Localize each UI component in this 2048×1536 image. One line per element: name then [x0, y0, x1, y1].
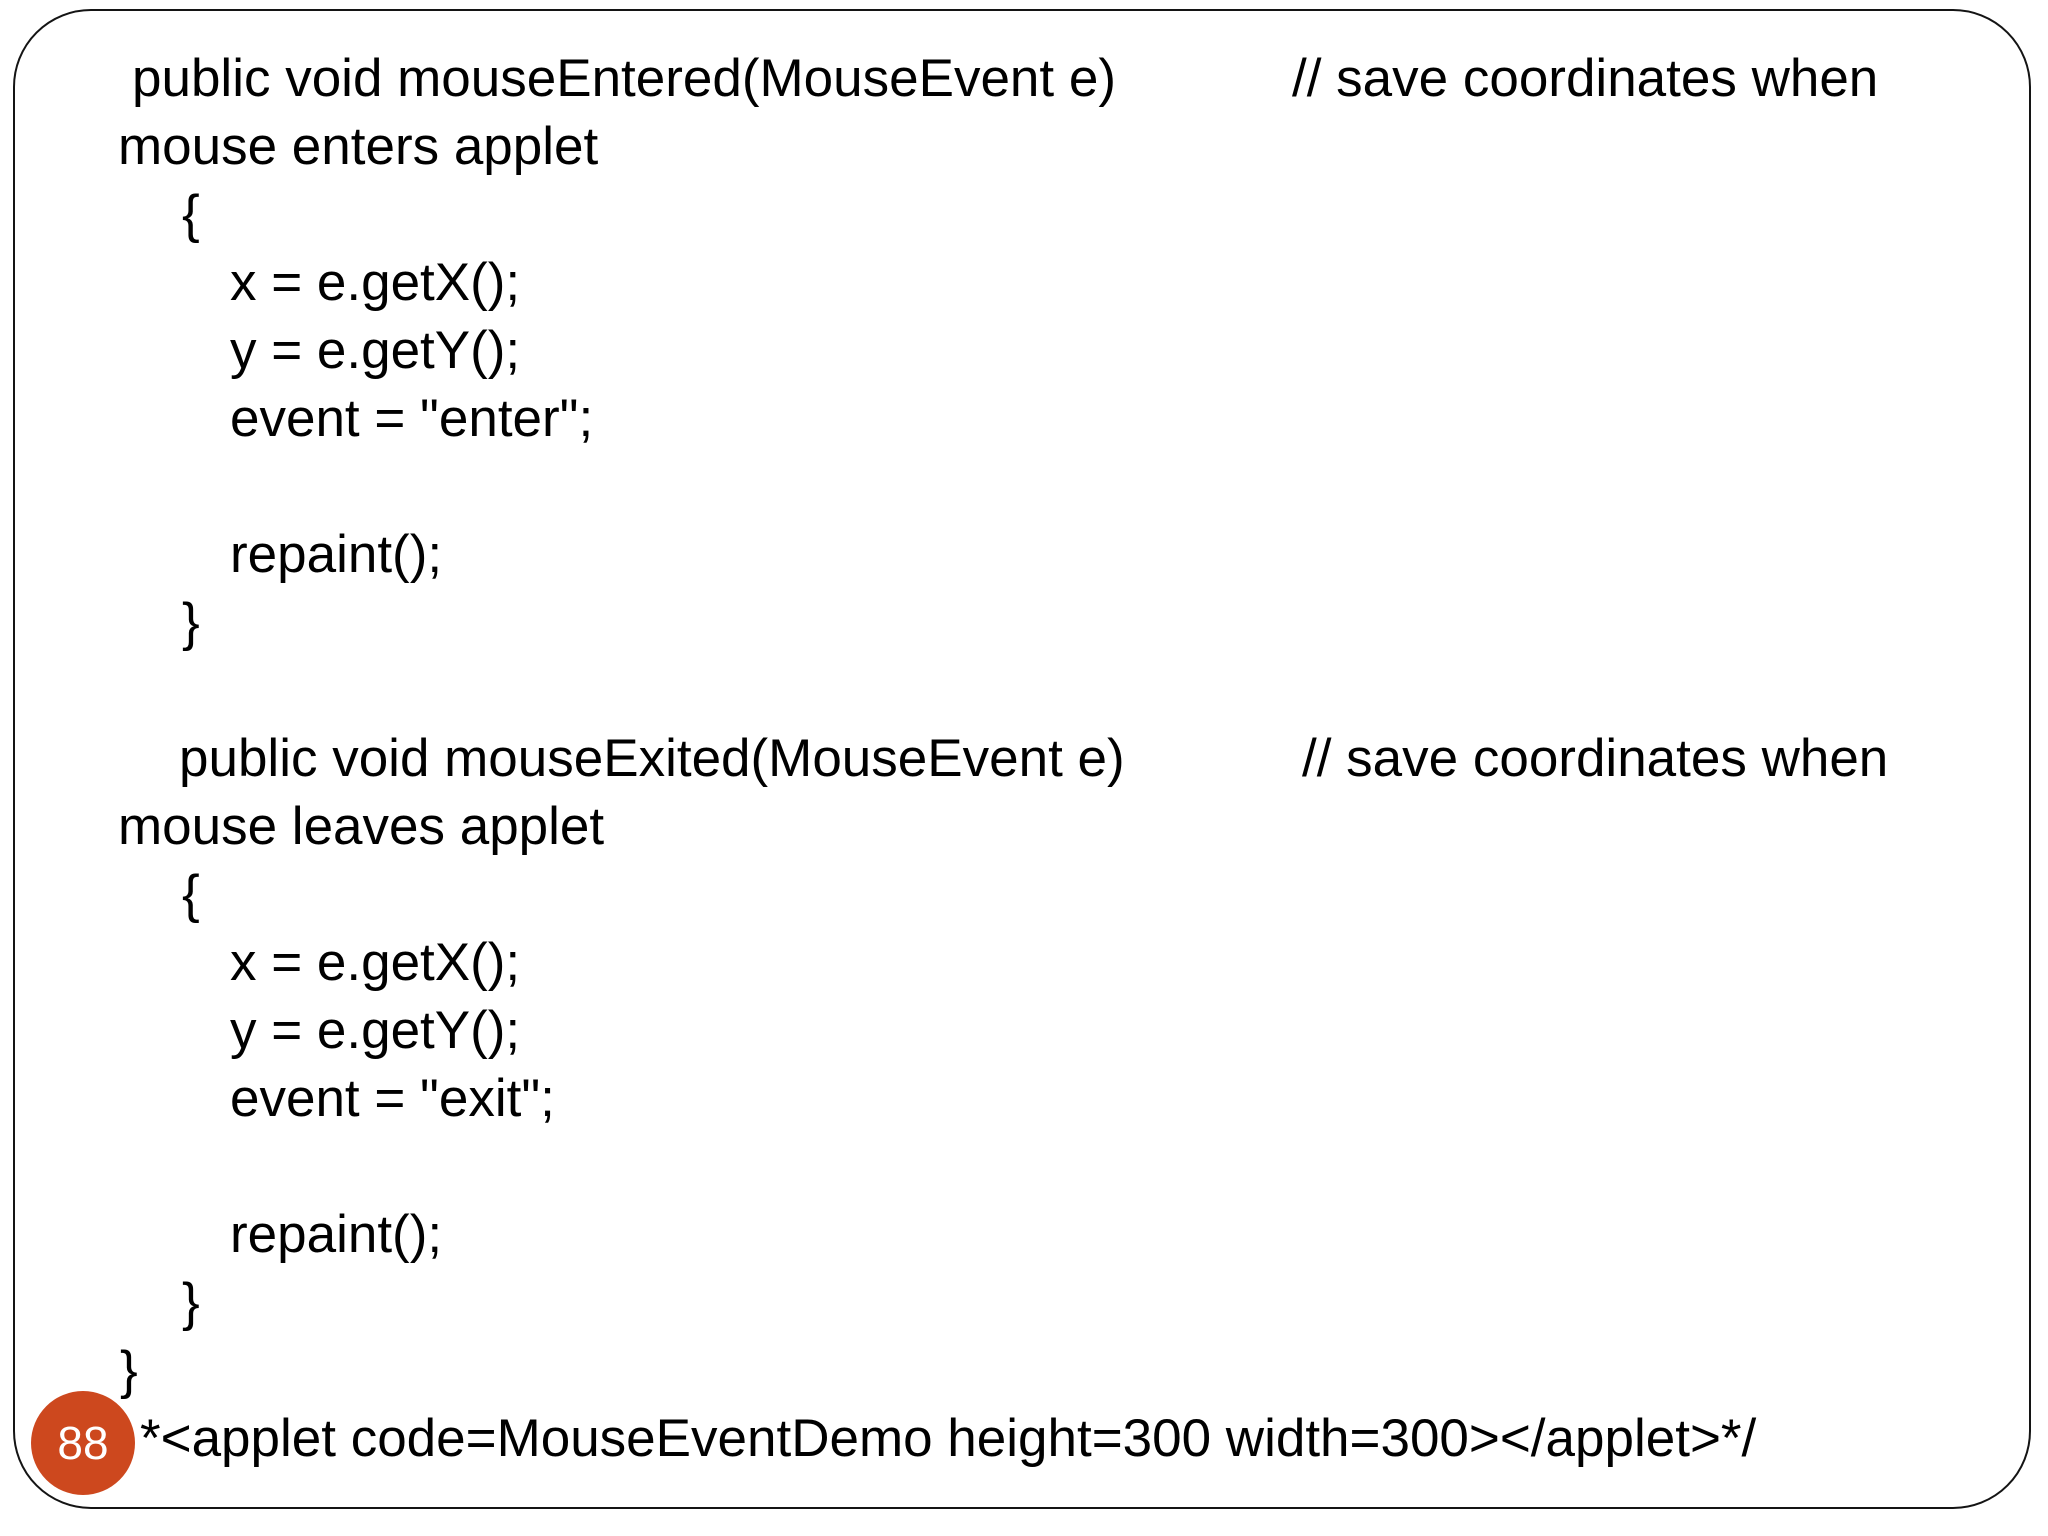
page-number: 88 [57, 1417, 109, 1469]
code-line-statement: x = e.getX(); [0, 249, 2048, 317]
code-line-wrap: mouse leaves applet [0, 793, 2048, 861]
code-line-blank [0, 657, 2048, 725]
code-line-statement: event = "exit"; [0, 1065, 2048, 1133]
code-line-applet-comment: *<applet code=MouseEventDemo height=300 … [0, 1405, 2048, 1473]
code-text: } [182, 1273, 200, 1332]
code-text: mouse enters applet [118, 117, 599, 176]
code-line-open-brace: { [0, 181, 2048, 249]
code-text: *<applet code=MouseEventDemo height=300 … [140, 1409, 1757, 1468]
code-block: public void mouseEntered(MouseEvent e) //… [0, 45, 2048, 1473]
code-text: x = e.getX(); [230, 253, 521, 312]
code-line-method-entered: public void mouseEntered(MouseEvent e) //… [0, 45, 2048, 113]
comment-text: // save coordinates when [1292, 49, 1879, 108]
slide-frame [13, 9, 2031, 1509]
code-text: } [120, 1341, 138, 1400]
code-line-close-brace: } [0, 1337, 2048, 1405]
code-text: public void mouseEntered(MouseEvent e) [132, 49, 1116, 108]
code-text: repaint(); [230, 1205, 443, 1264]
code-line-statement: repaint(); [0, 1201, 2048, 1269]
code-text: event = "exit"; [230, 1069, 555, 1128]
code-text: y = e.getY(); [230, 1001, 521, 1060]
code-text: y = e.getY(); [230, 321, 521, 380]
code-text: event = "enter"; [230, 389, 594, 448]
code-line-statement: y = e.getY(); [0, 317, 2048, 385]
page-number-badge: 88 [31, 1391, 135, 1495]
code-line-blank [0, 1133, 2048, 1201]
code-line-close-brace: } [0, 1269, 2048, 1337]
code-line-statement: y = e.getY(); [0, 997, 2048, 1065]
code-text: mouse leaves applet [118, 797, 605, 856]
code-text: { [182, 865, 200, 924]
code-text: } [182, 593, 200, 652]
code-line-statement: x = e.getX(); [0, 929, 2048, 997]
code-text: repaint(); [230, 525, 443, 584]
code-line-method-exited: public void mouseExited(MouseEvent e) // … [0, 725, 2048, 793]
code-line-wrap: mouse enters applet [0, 113, 2048, 181]
code-text: { [182, 185, 200, 244]
comment-text: // save coordinates when [1302, 729, 1889, 788]
code-line-statement: repaint(); [0, 521, 2048, 589]
code-line-open-brace: { [0, 861, 2048, 929]
code-text: public void mouseExited(MouseEvent e) [179, 729, 1125, 788]
code-line-close-brace: } [0, 589, 2048, 657]
code-text: x = e.getX(); [230, 933, 521, 992]
code-line-statement: event = "enter"; [0, 385, 2048, 453]
code-line-blank [0, 453, 2048, 521]
